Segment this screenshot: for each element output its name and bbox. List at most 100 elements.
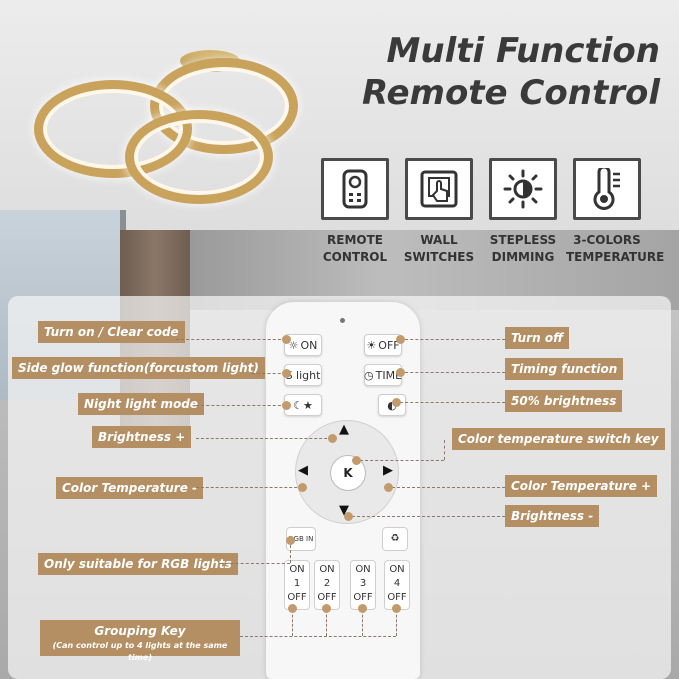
remote-off-button[interactable]: ☀OFF: [364, 334, 402, 356]
callout-dot: [282, 335, 291, 344]
leader-line: [292, 610, 293, 636]
callout-dot: [358, 604, 367, 613]
time-label: TIME: [375, 368, 403, 382]
color-temp-up-button[interactable]: ▶: [383, 463, 393, 478]
leader-line: [444, 440, 445, 460]
callout-color-temp-minus: Color Temperature -: [56, 477, 204, 499]
moon-icon: ☾★: [293, 398, 313, 412]
ceiling-lamp-image: [30, 40, 298, 204]
recycle-icon: ♻: [390, 533, 400, 544]
brightness-down-button[interactable]: ▼: [339, 503, 349, 518]
feature-color-temperature: 3-COLORS TEMPERATURE: [566, 158, 665, 266]
feature-stepless-dimming: STEPLESS DIMMING: [482, 158, 564, 266]
leader-line: [196, 487, 302, 488]
group-off-label: OFF: [353, 592, 373, 603]
group-off-label: OFF: [287, 592, 307, 603]
callout-brightness-plus: Brightness +: [92, 426, 192, 448]
group-number: 1: [293, 578, 301, 589]
clock-icon: ◷: [364, 368, 374, 382]
group-number: 2: [323, 578, 331, 589]
callout-timing: Timing function: [505, 358, 624, 380]
remote-led: [340, 318, 345, 323]
feature-label: SWITCHES: [403, 250, 475, 264]
grouping-title: Grouping Key: [94, 624, 186, 638]
callout-night-light: Night light mode: [78, 393, 204, 415]
callout-dot: [396, 368, 405, 377]
leader-line: [290, 540, 291, 563]
feature-wall-switches: WALL SWITCHES: [398, 158, 480, 266]
group-number: 3: [359, 578, 367, 589]
feature-label: REMOTE: [327, 233, 383, 247]
group-on-label: ON: [355, 564, 371, 575]
color-temp-down-button[interactable]: ◀: [298, 463, 308, 478]
leader-line: [326, 610, 327, 636]
slight-label: S light: [285, 368, 321, 382]
callout-dot: [344, 512, 353, 521]
remote-timing-button[interactable]: ◷TIME: [364, 364, 402, 386]
callout-dot: [392, 604, 401, 613]
leader-line: [176, 339, 286, 340]
leader-line: [400, 372, 505, 373]
remote-on-button[interactable]: ☼ON: [284, 334, 322, 356]
off-label: OFF: [378, 338, 400, 352]
callout-half-brightness: 50% brightness: [505, 390, 623, 412]
rgb-label: RGB IN: [288, 535, 314, 543]
leader-line: [400, 339, 505, 340]
callout-dot: [392, 398, 401, 407]
title-line-1: Multi Function: [386, 31, 660, 71]
group-number: 4: [393, 578, 401, 589]
leader-line: [392, 487, 505, 488]
callout-brightness-minus: Brightness -: [505, 505, 600, 527]
feature-label: CONTROL: [322, 250, 388, 264]
callout-turn-on: Turn on / Clear code: [38, 321, 185, 343]
group-on-label: ON: [289, 564, 305, 575]
feature-label: TEMPERATURE: [566, 250, 665, 264]
callout-dot: [282, 369, 291, 378]
thermometer-icon: [573, 158, 641, 220]
leader-line: [252, 373, 286, 374]
callout-dot: [384, 483, 393, 492]
leader-line: [360, 460, 444, 461]
feature-label: 3-COLORS: [573, 233, 641, 247]
callout-dot: [286, 536, 295, 545]
callout-dot: [328, 434, 337, 443]
grouping-subtitle: (Can control up to 4 lights at the same …: [52, 641, 228, 662]
title-line-2: Remote Control: [361, 73, 660, 113]
callout-ct-switch: Color temperature switch key: [452, 428, 665, 450]
feature-label: DIMMING: [491, 250, 555, 264]
leader-line: [396, 610, 397, 636]
callout-dot: [288, 604, 297, 613]
remote-slight-button[interactable]: S light: [284, 364, 322, 386]
leader-line: [400, 402, 505, 403]
sun-dimming-icon: [489, 158, 557, 220]
page-title: Multi Function Remote Control: [330, 30, 660, 114]
callout-dot: [352, 456, 361, 465]
brightness-up-button[interactable]: ▲: [339, 422, 349, 437]
group-on-label: ON: [319, 564, 335, 575]
callout-side-glow: Side glow function(forcustom light): [12, 357, 265, 379]
callout-grouping: Grouping Key (Can control up to 4 lights…: [40, 620, 240, 662]
callout-dot: [322, 604, 331, 613]
callout-turn-off: Turn off: [505, 327, 570, 349]
k-label: K: [343, 466, 353, 480]
callout-color-temp-plus: Color Temperature +: [505, 475, 658, 497]
feature-label: STEPLESS: [489, 233, 557, 247]
callout-dot: [282, 401, 291, 410]
leader-line: [196, 405, 286, 406]
on-label: ON: [300, 338, 318, 352]
feature-remote-control: REMOTE CONTROL: [314, 158, 396, 266]
leader-line: [352, 516, 505, 517]
half-sun-icon: ◐: [387, 399, 397, 412]
remote-cycle-button[interactable]: ♻: [382, 527, 408, 551]
lamp-ring-front: [125, 110, 273, 204]
wall-switch-icon: [405, 158, 473, 220]
feature-label: WALL: [420, 233, 458, 247]
remote-icon: [321, 158, 389, 220]
leader-line: [196, 438, 332, 439]
callout-rgb-only: Only suitable for RGB lights: [38, 553, 238, 575]
